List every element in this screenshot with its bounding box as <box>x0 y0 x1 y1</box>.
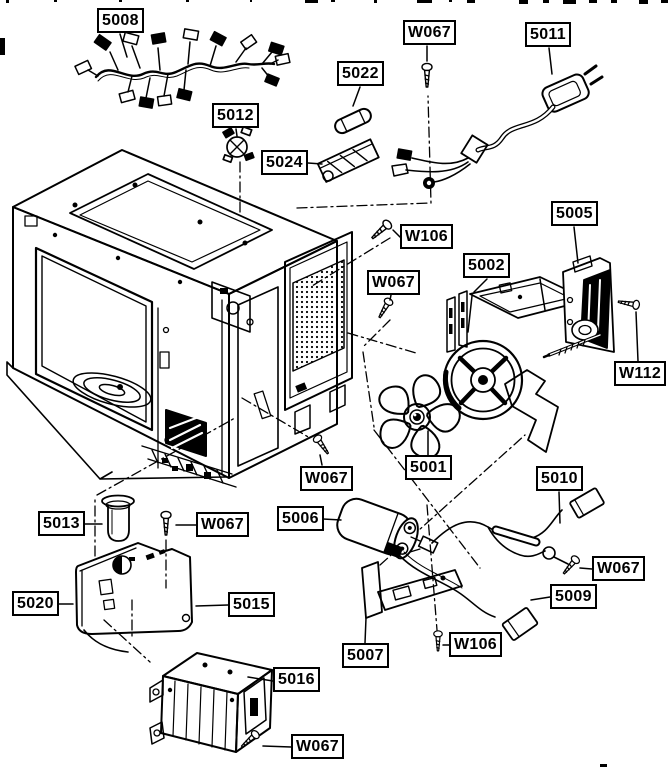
fuse-holder-drawing <box>316 138 380 183</box>
screw-hardware-drawings <box>160 62 641 751</box>
callout-leader-lines <box>57 33 639 748</box>
callout-5006[interactable]: 5006 <box>277 506 324 531</box>
fuse-drawing <box>334 107 372 135</box>
callout-w067-1[interactable]: W067 <box>403 20 456 45</box>
callout-w067-6[interactable]: W067 <box>291 734 344 759</box>
callout-5022[interactable]: 5022 <box>337 61 384 86</box>
fan-blade-drawing <box>378 374 461 459</box>
callout-w106-1[interactable]: W106 <box>400 224 453 249</box>
wire-harness-drawing <box>74 28 291 109</box>
callout-w067-4[interactable]: W067 <box>196 512 249 537</box>
capacitor-drawing <box>336 497 419 560</box>
callout-5001[interactable]: 5001 <box>405 455 452 480</box>
callout-w106-2[interactable]: W106 <box>449 632 502 657</box>
callout-5020[interactable]: 5020 <box>12 591 59 616</box>
mounting-bracket-drawing <box>361 561 463 619</box>
light-bulb-drawing <box>101 494 135 542</box>
air-duct-drawing <box>75 542 193 653</box>
callout-5011[interactable]: 5011 <box>525 22 571 47</box>
power-cord-drawing <box>391 64 604 189</box>
callout-5016[interactable]: 5016 <box>273 667 320 692</box>
callout-w067-5[interactable]: W067 <box>592 556 645 581</box>
thermostat-drawing <box>222 125 255 164</box>
callout-5007[interactable]: 5007 <box>342 643 389 668</box>
callout-w112[interactable]: W112 <box>614 361 667 386</box>
callout-5015[interactable]: 5015 <box>228 592 275 617</box>
back-vent-panel-drawing <box>284 231 353 435</box>
transformer-drawing <box>149 652 273 753</box>
callout-5013[interactable]: 5013 <box>38 511 85 536</box>
fan-motor-drawing <box>542 255 615 359</box>
callout-w067-3[interactable]: W067 <box>300 466 353 491</box>
callout-w067-2[interactable]: W067 <box>367 270 420 295</box>
wire-5010-drawing <box>409 487 605 565</box>
callout-5012[interactable]: 5012 <box>212 103 259 128</box>
wire-5009-drawing <box>383 542 539 641</box>
callout-5009[interactable]: 5009 <box>550 584 597 609</box>
callout-5002[interactable]: 5002 <box>463 253 510 278</box>
exploded-view-guides <box>94 95 526 663</box>
callout-5024[interactable]: 5024 <box>261 150 308 175</box>
callout-5005[interactable]: 5005 <box>551 201 598 226</box>
callout-5010[interactable]: 5010 <box>536 466 583 491</box>
cavity-assembly-drawing <box>6 149 338 488</box>
callout-5008[interactable]: 5008 <box>97 8 144 33</box>
